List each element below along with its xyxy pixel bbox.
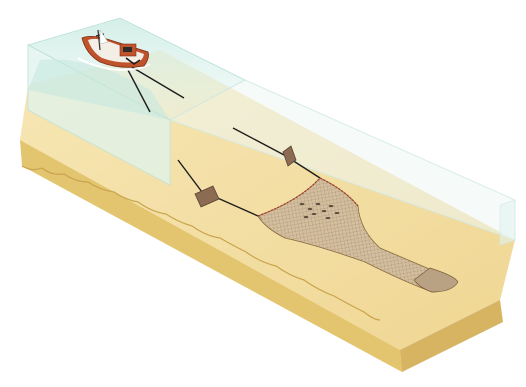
fish-icon bbox=[308, 208, 313, 210]
fish-icon bbox=[304, 216, 309, 218]
fish-icon bbox=[326, 217, 331, 219]
fish-icon bbox=[316, 203, 321, 205]
fish-icon bbox=[329, 205, 334, 207]
fish-icon bbox=[335, 212, 340, 214]
fish-icon bbox=[300, 203, 305, 205]
fish-icon bbox=[322, 210, 327, 212]
fish-icon bbox=[312, 213, 317, 215]
water-end-face bbox=[500, 200, 515, 245]
boat-cabin-window bbox=[123, 47, 132, 52]
